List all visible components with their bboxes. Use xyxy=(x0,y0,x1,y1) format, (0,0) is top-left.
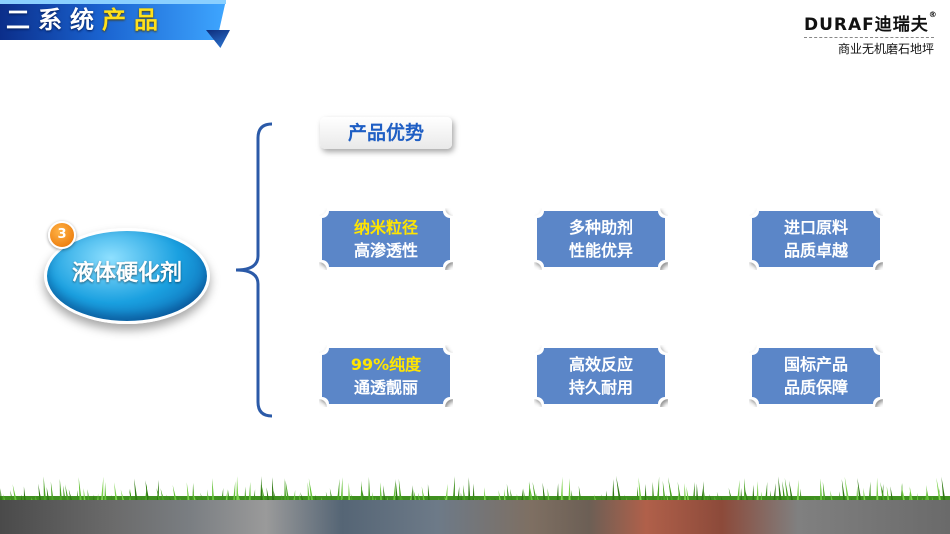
card-frame xyxy=(319,345,453,407)
card-frame xyxy=(319,208,453,270)
banner-highlight xyxy=(0,0,226,4)
card-subtitle: 通透靓丽 xyxy=(353,378,418,397)
card-frame xyxy=(534,345,668,407)
card-text: 99%纯度通透靓丽 xyxy=(319,353,453,399)
card-subtitle: 性能优异 xyxy=(568,241,633,260)
card-subtitle: 高渗透性 xyxy=(353,241,418,260)
grass-blade xyxy=(156,488,163,510)
section-banner xyxy=(0,0,226,40)
card-subtitle: 品质卓越 xyxy=(783,241,848,260)
grass-blade xyxy=(444,495,451,510)
card-title: 国标产品 xyxy=(783,355,848,374)
card-frame xyxy=(749,208,883,270)
advantage-card: 国标产品品质保障 xyxy=(749,345,883,407)
grass-blade xyxy=(728,487,735,510)
card-subtitle: 持久耐用 xyxy=(568,378,633,397)
card-text: 国标产品品质保障 xyxy=(749,353,883,399)
card-title: 高效反应 xyxy=(568,355,633,374)
terrazzo-floor-strip xyxy=(0,500,950,534)
section-title-yellow: 产品 xyxy=(102,6,166,34)
card-title: 99%纯度 xyxy=(350,355,422,374)
section-title: 二系统产品 xyxy=(6,3,166,37)
card-title: 进口原料 xyxy=(783,218,848,237)
card-text: 高效反应持久耐用 xyxy=(534,353,668,399)
grass-blade xyxy=(129,488,135,510)
advantage-card: 高效反应持久耐用 xyxy=(534,345,668,407)
card-text: 纳米粒径高渗透性 xyxy=(319,216,453,262)
brand-logo: DURAF迪瑞夫® 商业无机磨石地坪 xyxy=(804,10,937,57)
registered-mark: ® xyxy=(928,10,938,19)
grass-blade xyxy=(400,494,407,510)
card-title: 纳米粒径 xyxy=(353,218,418,237)
grass-blade xyxy=(536,493,543,510)
card-text: 多种助剂性能优异 xyxy=(534,216,668,262)
product-index-badge: 3 xyxy=(48,221,76,249)
grass-blade xyxy=(329,488,335,510)
grass-blade xyxy=(300,492,307,510)
advantages-label: 产品优势 xyxy=(320,117,452,149)
section-title-white: 二系统 xyxy=(6,6,102,34)
product-name: 液体硬化剂 xyxy=(71,261,182,286)
advantage-card: 99%纯度通透靓丽 xyxy=(319,345,453,407)
brand-logo-mark: DURAF迪瑞夫® xyxy=(804,10,937,35)
grass-blade xyxy=(666,494,671,510)
card-text: 进口原料品质卓越 xyxy=(749,216,883,262)
card-title: 多种助剂 xyxy=(568,218,633,237)
advantage-card: 进口原料品质卓越 xyxy=(749,208,883,270)
grass-blade xyxy=(880,481,887,510)
card-frame xyxy=(534,208,668,270)
grass-blade xyxy=(65,484,71,510)
grass-blade xyxy=(200,492,207,510)
card-subtitle: 品质保障 xyxy=(783,378,848,397)
advantage-card: 纳米粒径高渗透性 xyxy=(319,208,453,270)
brand-subtitle: 商业无机磨石地坪 xyxy=(804,37,934,57)
advantage-card: 多种助剂性能优异 xyxy=(534,208,668,270)
brace-connector xyxy=(235,122,273,418)
card-frame xyxy=(749,345,883,407)
brand-name-cn: 迪瑞夫 xyxy=(874,15,929,35)
brand-name: DURAF xyxy=(804,15,875,35)
